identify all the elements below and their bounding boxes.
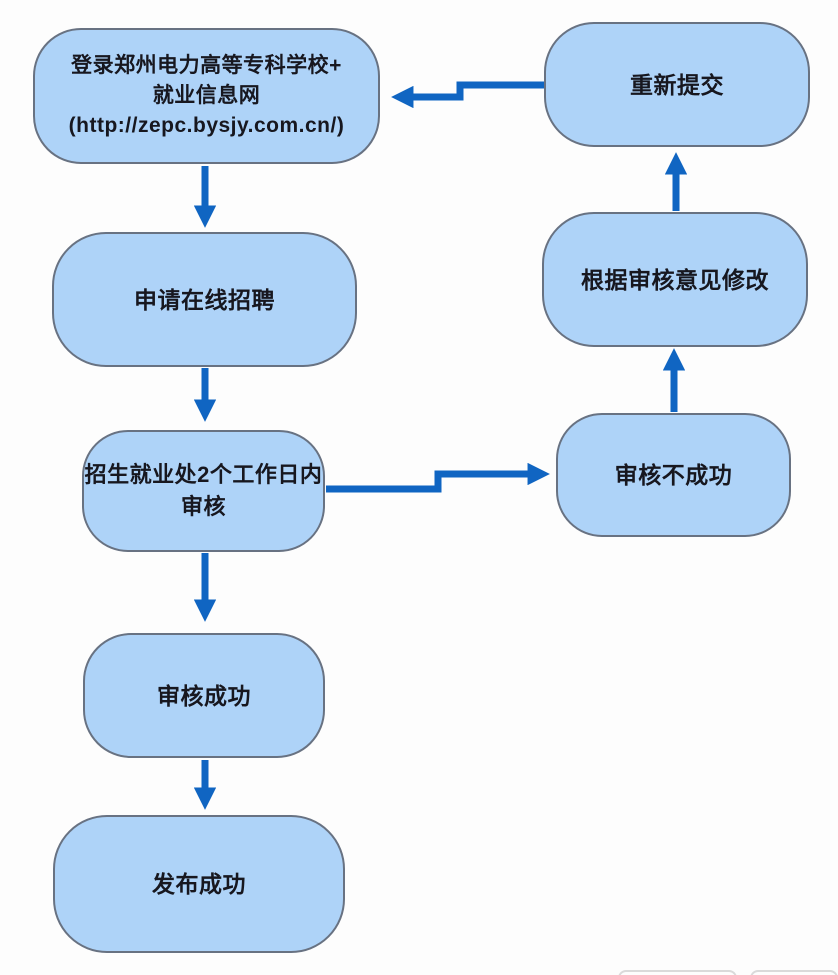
node-review-fail-label: 审核不成功 (614, 462, 733, 488)
arrow-resubmit-to-login (391, 81, 544, 109)
node-modify-label: 根据审核意见修改 (581, 266, 769, 293)
cropped-button-left[interactable] (618, 970, 737, 975)
node-apply-label: 申请在线招聘 (134, 286, 275, 313)
node-login: 登录郑州电力高等专科学校+ 就业信息网 (http://zepc.bysjy.c… (33, 28, 380, 164)
node-publish-success-label: 发布成功 (152, 871, 246, 897)
cropped-button-right[interactable] (750, 970, 838, 975)
node-modify-per-review-comments: 根据审核意见修改 (542, 212, 808, 347)
node-review-label: 招生就业处2个工作日内 审核 (84, 462, 323, 519)
node-resubmit-label: 重新提交 (630, 71, 724, 98)
node-review-success: 审核成功 (83, 633, 325, 758)
node-login-label: 登录郑州电力高等专科学校+ 就业信息网 (http://zepc.bysjy.c… (68, 54, 345, 137)
node-resubmit: 重新提交 (544, 22, 810, 147)
node-review-fail: 审核不成功 (556, 413, 791, 537)
node-review-success-label: 审核成功 (157, 682, 251, 709)
arrow-review-to-fail (326, 462, 550, 493)
node-publish-success: 发布成功 (53, 815, 345, 953)
node-office-review: 招生就业处2个工作日内 审核 (82, 430, 325, 552)
node-apply-online-recruitment: 申请在线招聘 (52, 232, 357, 367)
